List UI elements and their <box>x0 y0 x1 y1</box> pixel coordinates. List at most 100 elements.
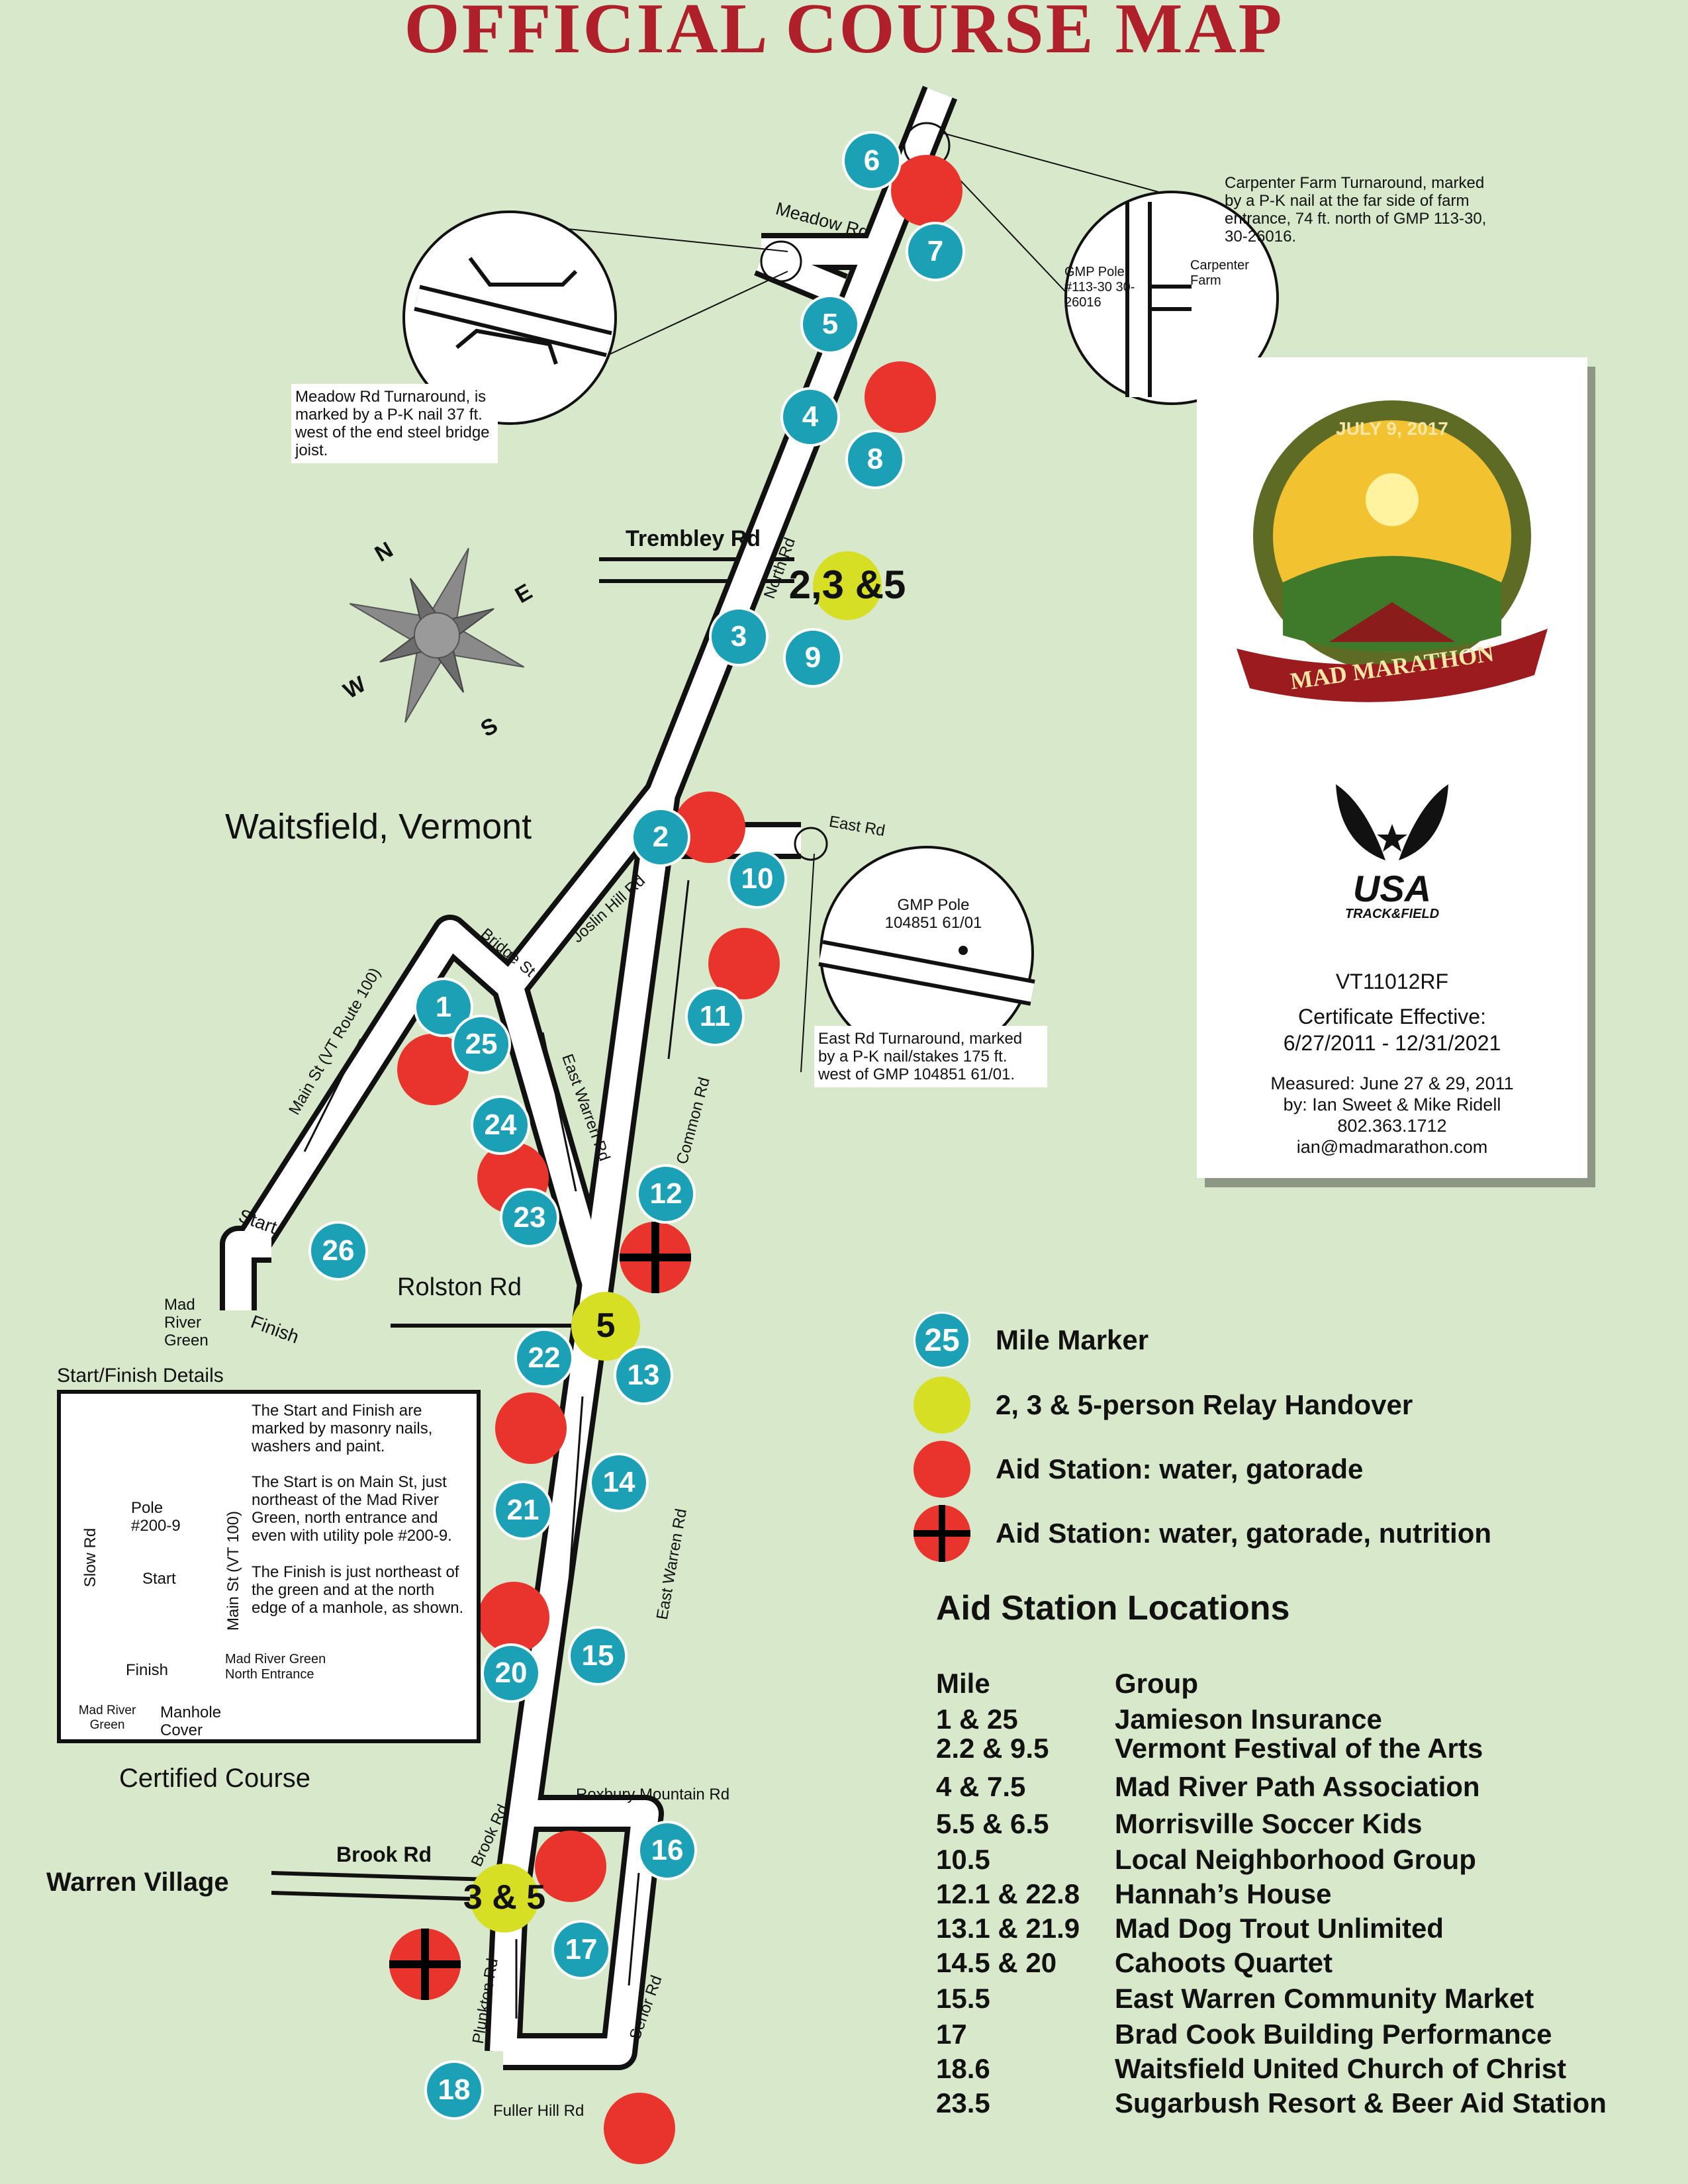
label-certified-course: Certified Course <box>119 1764 311 1793</box>
inset-main-st: Main St (VT 100) <box>224 1511 242 1631</box>
mile-marker: 9 <box>783 628 843 688</box>
inset-heading: Start/Finish Details <box>57 1365 224 1387</box>
aid-row: 14.5 & 20 Cahoots Quartet <box>936 1947 1664 1979</box>
aid-row-group: Mad River Path Association <box>1115 1771 1480 1802</box>
aid-station <box>865 361 936 433</box>
road-fuller: Fuller Hill Rd <box>493 2102 585 2120</box>
mile-marker: 25 <box>451 1015 511 1074</box>
aid-row-group: Cahoots Quartet <box>1115 1947 1333 1978</box>
relay-icon <box>914 1377 970 1433</box>
cert-label: Certificate Effective: <box>1298 1005 1486 1028</box>
legend-aid-nutrition-label: Aid Station: water, gatorade, nutrition <box>996 1518 1492 1549</box>
aid-row: 5.5 & 6.5 Morrisville Soccer Kids <box>936 1808 1664 1840</box>
aid-header-mile: Mile <box>936 1668 990 1699</box>
mile-marker: 4 <box>780 387 840 447</box>
mile-marker: 22 <box>514 1328 574 1388</box>
aid-station <box>478 1582 549 1653</box>
callout-east-pole: GMP Pole 104851 61/01 <box>884 896 982 932</box>
aid-row: 23.5 Sugarbush Resort & Beer Aid Station <box>936 2087 1664 2119</box>
aid-table-header: Mile Group <box>936 1668 1664 1700</box>
inset-manhole: Manhole Cover <box>160 1704 222 1739</box>
aid-row-group: Brad Cook Building Performance <box>1115 2019 1552 2050</box>
relay-label: 2,3 &5 <box>788 563 906 607</box>
label-mad-river-green: Mad River Green <box>164 1296 209 1349</box>
callout-carpenter-pole: GMP Pole #113-30 30-26016 <box>1064 265 1135 310</box>
aid-row-group: Mad Dog Trout Unlimited <box>1115 1913 1444 1944</box>
aid-row-group: Morrisville Soccer Kids <box>1115 1808 1423 1839</box>
aid-row-mile: 23.5 <box>936 2087 990 2118</box>
aid-station <box>495 1392 567 1464</box>
relay-handover <box>813 551 882 620</box>
mad-marathon-logo <box>1237 400 1548 702</box>
legend-aid: Aid Station: water, gatorade <box>914 1439 1363 1499</box>
mile-marker: 14 <box>589 1453 649 1512</box>
page-title: OFFICIAL COURSE MAP <box>404 0 1284 68</box>
usa-text: USA <box>1352 868 1432 909</box>
mile-marker: 7 <box>906 222 965 281</box>
legend-aid-nutrition: Aid Station: water, gatorade, nutrition <box>914 1504 1491 1563</box>
relay-label: 3 & 5 <box>463 1878 546 1917</box>
aid-station-nutrition <box>620 1222 691 1293</box>
mile-marker: 20 <box>481 1643 541 1703</box>
aid-row-mile: 1 & 25 <box>936 1704 1018 1735</box>
mile-marker: 5 <box>800 295 860 354</box>
aid-row-mile: 5.5 & 6.5 <box>936 1808 1049 1839</box>
aid-row-group: Waitsfield United Church of Christ <box>1115 2053 1567 2084</box>
direction-arrows <box>303 880 690 2019</box>
relay-handover <box>470 1864 539 1933</box>
mile-marker: 17 <box>551 1920 611 1979</box>
legend-relay: 2, 3 & 5-person Relay Handover <box>914 1375 1413 1435</box>
mile-marker: 15 <box>568 1626 628 1686</box>
aid-row-mile: 15.5 <box>936 1983 990 2014</box>
mile-marker: 18 <box>424 2060 484 2120</box>
mile-marker: 23 <box>500 1188 559 1248</box>
legend-mile-marker-icon: 25 <box>914 1312 970 1369</box>
aid-row-group: Vermont Festival of the Arts <box>1115 1733 1483 1764</box>
aid-station-nutrition <box>389 1929 461 2000</box>
town-warren: Warren Village <box>46 1868 229 1897</box>
cert-dates: 6/27/2011 - 12/31/2021 <box>1283 1031 1501 1055</box>
usatf-wings-logo <box>1336 784 1448 860</box>
callout-carpenter-note: Carpenter Farm Turnaround, marked by a P… <box>1225 174 1487 246</box>
mile-marker: 8 <box>845 430 905 489</box>
inset-pole: Pole #200-9 <box>131 1499 181 1535</box>
aid-nutrition-icon <box>914 1505 970 1562</box>
callout-carpenter-farm: Carpenter Farm <box>1190 258 1249 288</box>
cert-id: VT11012RF <box>1335 970 1449 993</box>
inset-slow-rd: Slow Rd <box>81 1527 100 1588</box>
aid-row-group: Sugarbush Resort & Beer Aid Station <box>1115 2087 1607 2118</box>
inset-green: Mad River Green <box>78 1704 136 1732</box>
compass-rose <box>349 547 525 723</box>
aid-station <box>891 155 962 226</box>
mile-marker: 11 <box>685 987 745 1046</box>
mile-marker: 6 <box>842 131 902 191</box>
mile-marker: 16 <box>637 1821 697 1880</box>
inset-p2: The Start is on Main St, just northeast … <box>252 1473 452 1545</box>
legend-mile-marker: 25 Mile Marker <box>914 1310 1149 1370</box>
mile-marker: 2 <box>631 807 690 867</box>
aid-row-mile: 17 <box>936 2019 967 2050</box>
road-trembley: Trembley Rd <box>626 526 761 551</box>
callout-circles <box>402 122 1279 1073</box>
road-rolston: Rolston Rd <box>397 1273 522 1301</box>
aid-row-group: East Warren Community Market <box>1115 1983 1534 2014</box>
aid-station <box>604 2093 675 2164</box>
logo-date: JULY 9, 2017 <box>1336 418 1448 439</box>
aid-row-mile: 12.1 & 22.8 <box>936 1878 1080 1909</box>
aid-station <box>535 1831 606 1902</box>
aid-row: 18.6 Waitsfield United Church of Christ <box>936 2053 1664 2085</box>
legend-relay-label: 2, 3 & 5-person Relay Handover <box>996 1389 1413 1420</box>
mile-marker: 12 <box>636 1164 696 1224</box>
measured-by: by: Ian Sweet & Mike Ridell <box>1283 1095 1501 1115</box>
aid-header-group: Group <box>1115 1668 1198 1699</box>
aid-row-mile: 18.6 <box>936 2053 990 2084</box>
road-brook-west: Brook Rd <box>336 1843 432 1866</box>
certificate-panel: JULY 9, 2017 MAD MARATHON USA TRACK&FIEL… <box>1197 357 1587 1178</box>
aid-row-mile: 14.5 & 20 <box>936 1947 1057 1978</box>
mile-marker: 21 <box>493 1480 553 1540</box>
aid-table-title: Aid Station Locations <box>936 1589 1290 1627</box>
